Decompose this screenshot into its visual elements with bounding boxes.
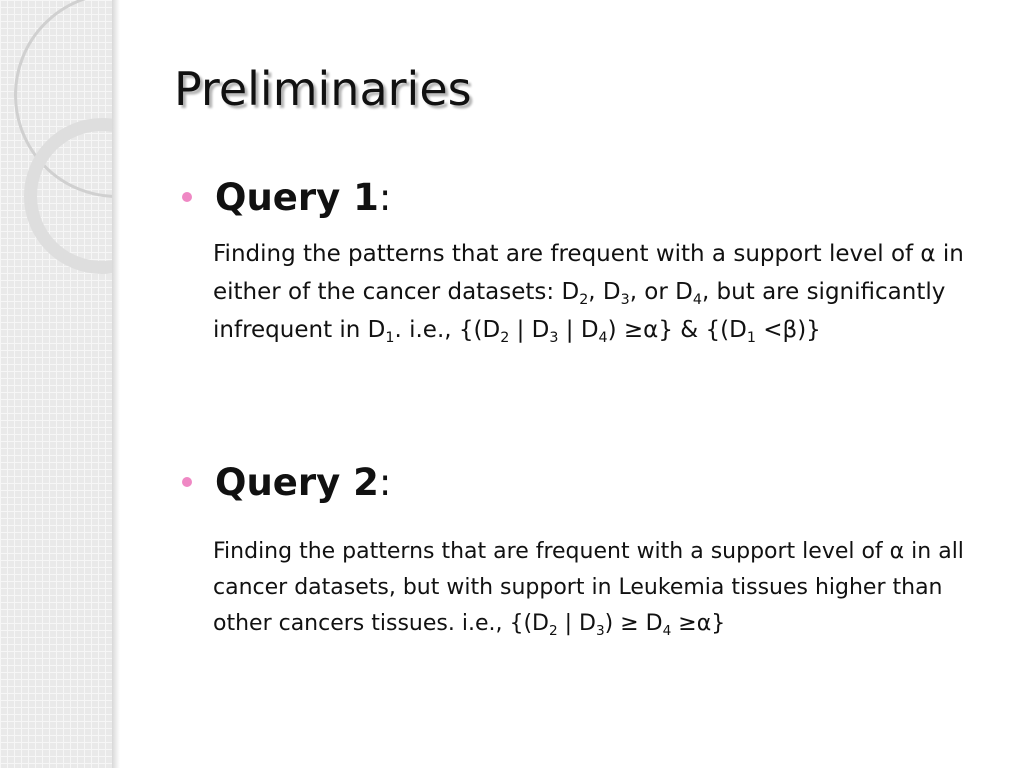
query-1-label: Query 1: [215, 175, 379, 219]
query-1-colon: :: [378, 175, 392, 219]
slide-title: Preliminaries: [174, 62, 472, 116]
query-1-section: Query 1: Finding the patterns that are f…: [180, 175, 995, 349]
query-1-description: Finding the patterns that are frequent w…: [213, 241, 964, 346]
query-2-description: Finding the patterns that are frequent w…: [213, 539, 964, 639]
query-2-heading: Query 2:: [180, 460, 995, 504]
query-1-heading: Query 1:: [180, 175, 995, 219]
bullet-dot-icon: [182, 192, 192, 202]
sidebar-edge: [112, 0, 120, 768]
decorative-sidebar: [0, 0, 112, 768]
query-2-colon: :: [378, 460, 392, 504]
bullet-dot-icon: [182, 477, 192, 487]
query-2-label: Query 2: [215, 460, 379, 504]
query-2-section: Query 2: Finding the patterns that are f…: [180, 460, 995, 642]
